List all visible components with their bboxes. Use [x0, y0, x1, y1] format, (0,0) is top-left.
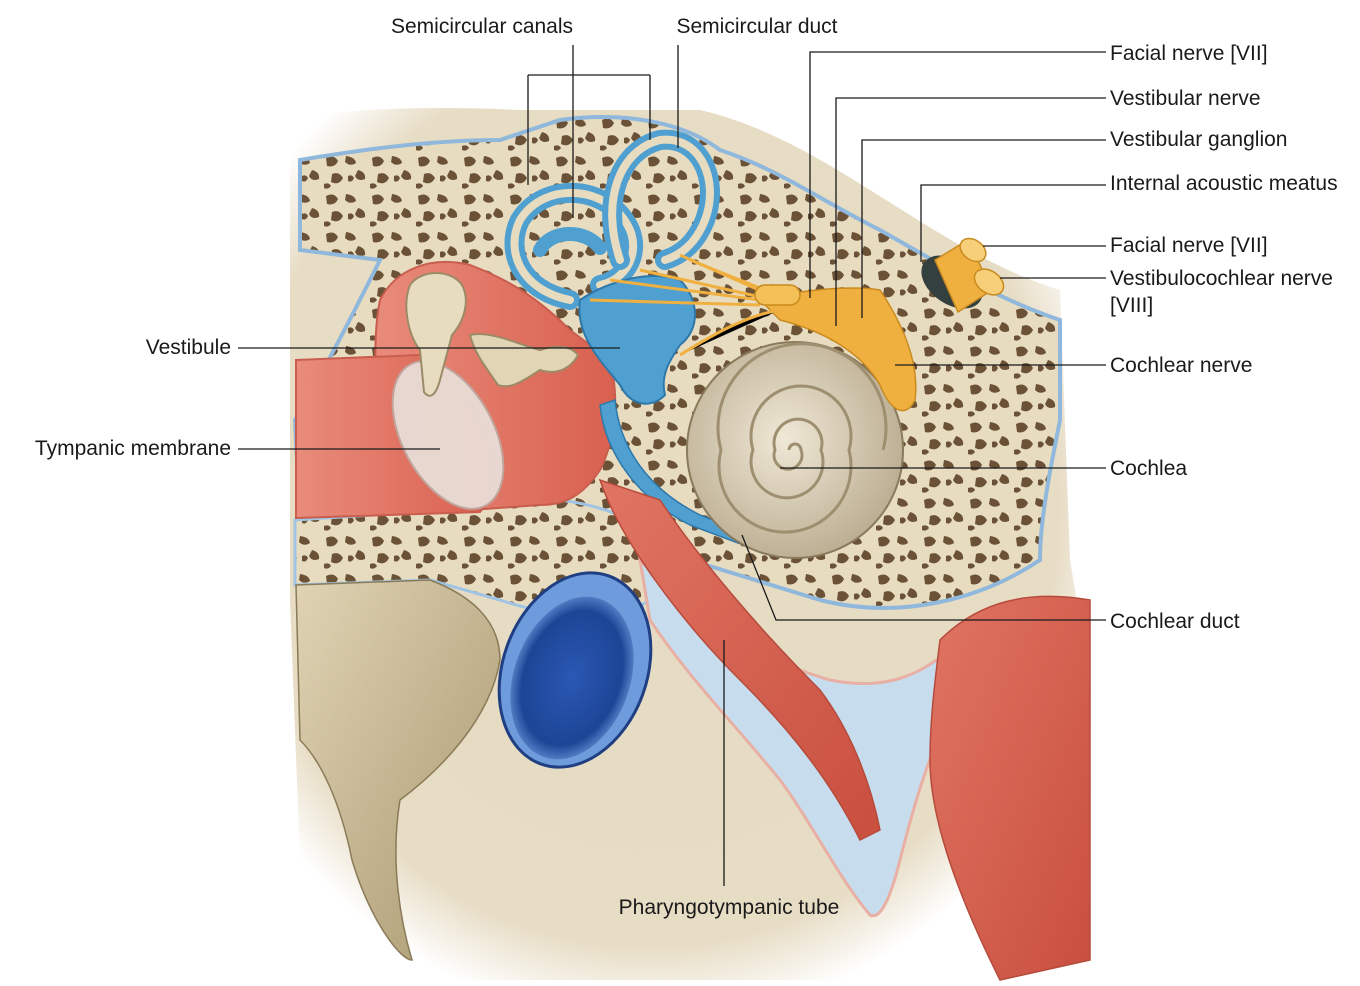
- label-semicircular-canals: Semicircular canals: [391, 15, 573, 38]
- malleus-incus: [405, 272, 467, 397]
- vestibular-labyrinth: [578, 275, 696, 405]
- semicircular-canals: [504, 129, 720, 310]
- label-facial-nerve-top: Facial nerve [VII]: [1110, 42, 1268, 65]
- cochlea-shape: [686, 341, 904, 559]
- label-vestibule: Vestibule: [146, 336, 231, 359]
- label-vestibulocochlear-nerve: Vestibulocochlear nerve: [1110, 267, 1333, 290]
- label-semicircular-duct: Semicircular duct: [676, 15, 837, 38]
- label-vestibulocochlear-number: [VIII]: [1110, 294, 1153, 317]
- label-internal-acoustic-meatus: Internal acoustic meatus: [1110, 172, 1338, 195]
- nerve-cut-ends: [921, 237, 1005, 314]
- tympanic-membrane: [391, 360, 505, 510]
- carotid-lumen: [510, 596, 634, 760]
- label-facial-nerve-cut: Facial nerve [VII]: [1110, 234, 1268, 257]
- label-vestibular-ganglion: Vestibular ganglion: [1110, 128, 1287, 151]
- stapes: [468, 333, 580, 388]
- label-cochlear-duct: Cochlear duct: [1110, 610, 1240, 633]
- mastoid-process: [295, 579, 501, 961]
- label-cochlea: Cochlea: [1110, 457, 1187, 480]
- leader-lines: [238, 45, 1106, 886]
- pharyngotympanic-tube: [598, 478, 881, 842]
- label-pharyngotympanic-tube: Pharyngotympanic tube: [619, 896, 840, 919]
- label-cochlear-nerve: Cochlear nerve: [1110, 354, 1252, 377]
- nerve-bundle: [589, 253, 917, 412]
- label-tympanic-membrane: Tympanic membrane: [35, 437, 231, 460]
- label-vestibular-nerve: Vestibular nerve: [1110, 87, 1261, 110]
- nasopharynx-wall: [929, 595, 1091, 981]
